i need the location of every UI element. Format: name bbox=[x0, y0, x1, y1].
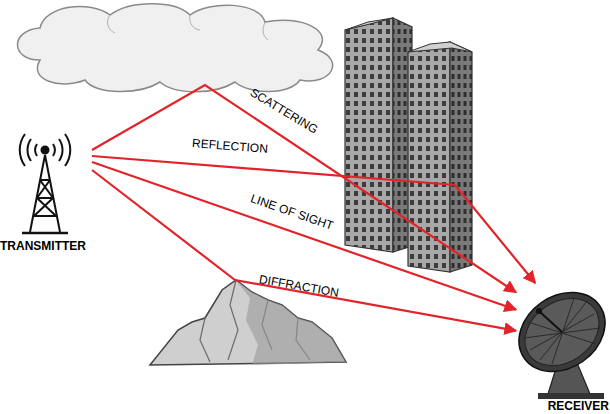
signal-path bbox=[92, 85, 516, 292]
signal-path bbox=[92, 170, 516, 331]
building-part bbox=[345, 18, 393, 30]
satellite-dish-part bbox=[504, 276, 610, 388]
path-label: LINE OF SIGHT bbox=[249, 191, 336, 232]
receiver-node: RECEIVER bbox=[516, 283, 610, 414]
cloud-part bbox=[108, 15, 268, 40]
transmitter-node: TRANSMITTER bbox=[0, 125, 92, 255]
path-label: REFLECTION bbox=[192, 136, 269, 156]
antenna-tower-part bbox=[34, 180, 56, 216]
satellite-dish-part bbox=[512, 284, 610, 379]
antenna-tower-part bbox=[30, 155, 60, 232]
path-label: DIFFRACTION bbox=[258, 272, 340, 300]
path-label: SCATTERING bbox=[248, 85, 321, 136]
node-label: TRANSMITTER bbox=[0, 239, 86, 253]
antenna-tower-part bbox=[42, 147, 49, 154]
cloud-part bbox=[18, 4, 333, 92]
building-part bbox=[408, 42, 472, 52]
building-part bbox=[345, 18, 393, 252]
building bbox=[408, 42, 472, 272]
node-label: RECEIVER bbox=[548, 399, 609, 413]
satellite-dish bbox=[504, 276, 610, 399]
antenna-tower-part bbox=[20, 134, 71, 166]
antenna-tower-part bbox=[35, 144, 55, 156]
satellite-dish-part bbox=[540, 312, 562, 332]
satellite-dish-part bbox=[536, 308, 542, 314]
antenna-tower-part bbox=[22, 232, 68, 235]
cloud bbox=[18, 4, 333, 92]
antenna-tower bbox=[20, 134, 71, 233]
satellite-dish-part bbox=[538, 393, 604, 399]
signal-path bbox=[92, 156, 535, 283]
satellite-dish-part bbox=[524, 298, 600, 364]
building-part bbox=[450, 42, 472, 272]
signal-path bbox=[92, 162, 516, 310]
building-part bbox=[408, 42, 450, 272]
